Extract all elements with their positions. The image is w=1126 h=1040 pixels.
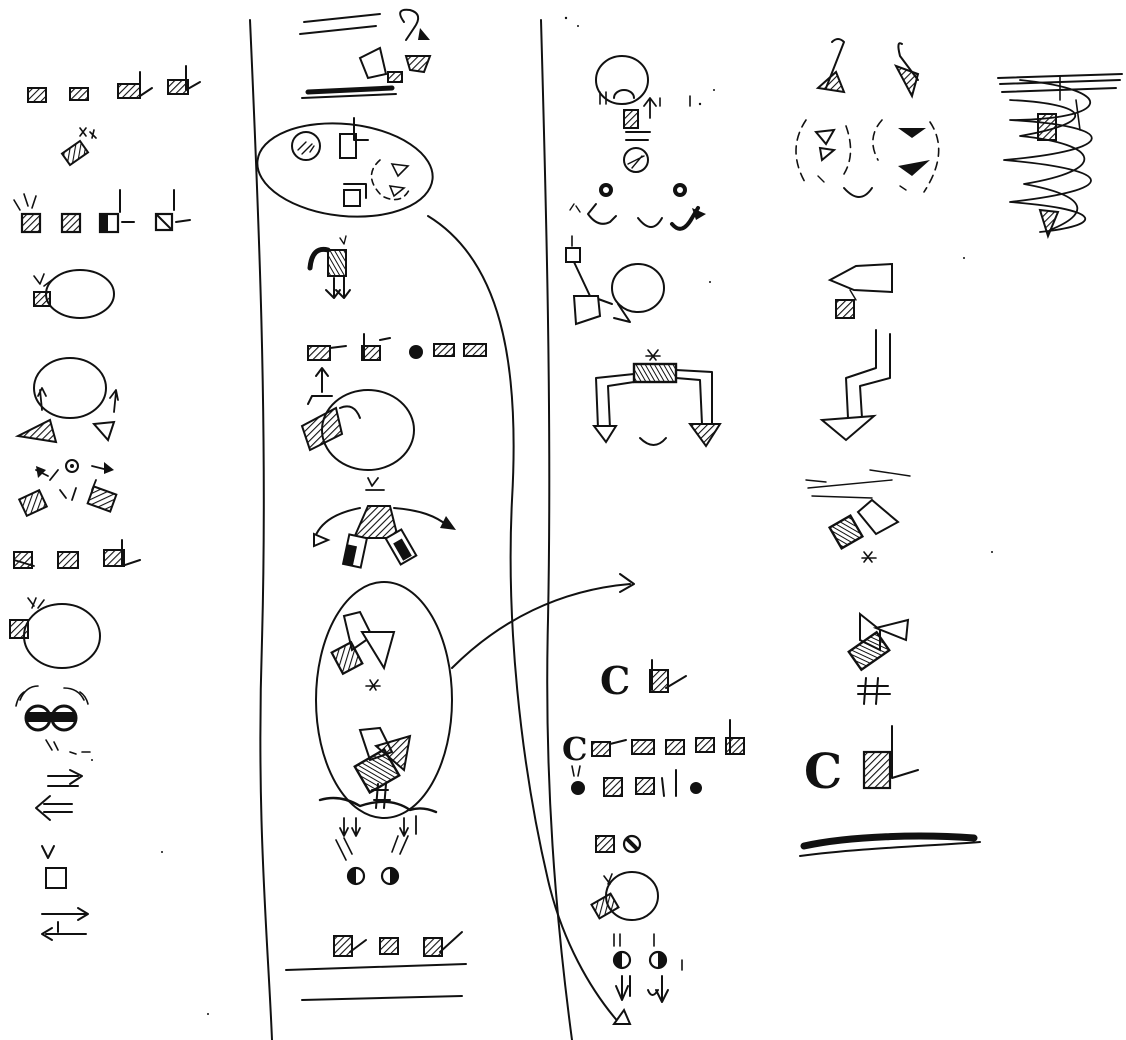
svg-text:C: C xyxy=(600,658,630,703)
top-lines xyxy=(300,10,430,98)
scribble-block xyxy=(998,74,1122,236)
column-dividers xyxy=(250,20,572,1040)
square-row-with-ticks xyxy=(14,190,190,232)
fork-glyph xyxy=(314,478,456,568)
bent-arrow xyxy=(822,264,892,440)
arrows-stack xyxy=(36,740,90,940)
double-circle xyxy=(16,686,88,730)
column-5-glyphs xyxy=(998,74,1122,236)
two-dots-and-curls xyxy=(570,183,706,229)
tilted-square-star xyxy=(62,128,96,165)
circle-with-arrows xyxy=(18,358,118,442)
crossed-diamond xyxy=(849,614,908,704)
hatched-square-row-2 xyxy=(14,540,140,568)
branch-arrows xyxy=(594,350,720,446)
specks xyxy=(91,17,993,1015)
bottom-squares-lines xyxy=(286,932,466,1000)
two-circles-with-arrows xyxy=(336,816,416,884)
circle-with-square-2 xyxy=(10,598,100,668)
svg-text:C: C xyxy=(562,730,587,768)
scratched-square xyxy=(806,470,910,562)
bottom-circle-group xyxy=(591,836,682,1002)
circle-with-square xyxy=(34,270,114,318)
circle-with-tilted-square xyxy=(302,368,414,470)
square-row-3 xyxy=(308,334,486,360)
oval-group-2 xyxy=(316,574,634,818)
oval-group-1 xyxy=(253,115,438,225)
circle-with-pieces xyxy=(596,56,690,172)
square-circle-group xyxy=(566,236,664,324)
cluster-with-circle xyxy=(19,460,116,516)
divider-right xyxy=(541,20,572,1040)
column-4-glyphs: C xyxy=(796,39,980,856)
column-3-glyphs: C C xyxy=(562,56,744,1002)
column-2-glyphs xyxy=(253,10,634,1024)
column-1-glyphs xyxy=(10,66,200,940)
curl-glyph xyxy=(310,236,350,298)
svg-text:C: C xyxy=(804,744,842,800)
hatched-square-row-1 xyxy=(28,66,200,102)
c-square-bottom: C xyxy=(800,726,980,856)
divider-left xyxy=(250,20,272,1040)
top-triangles xyxy=(796,39,939,197)
c-and-squares: C C xyxy=(562,658,744,796)
